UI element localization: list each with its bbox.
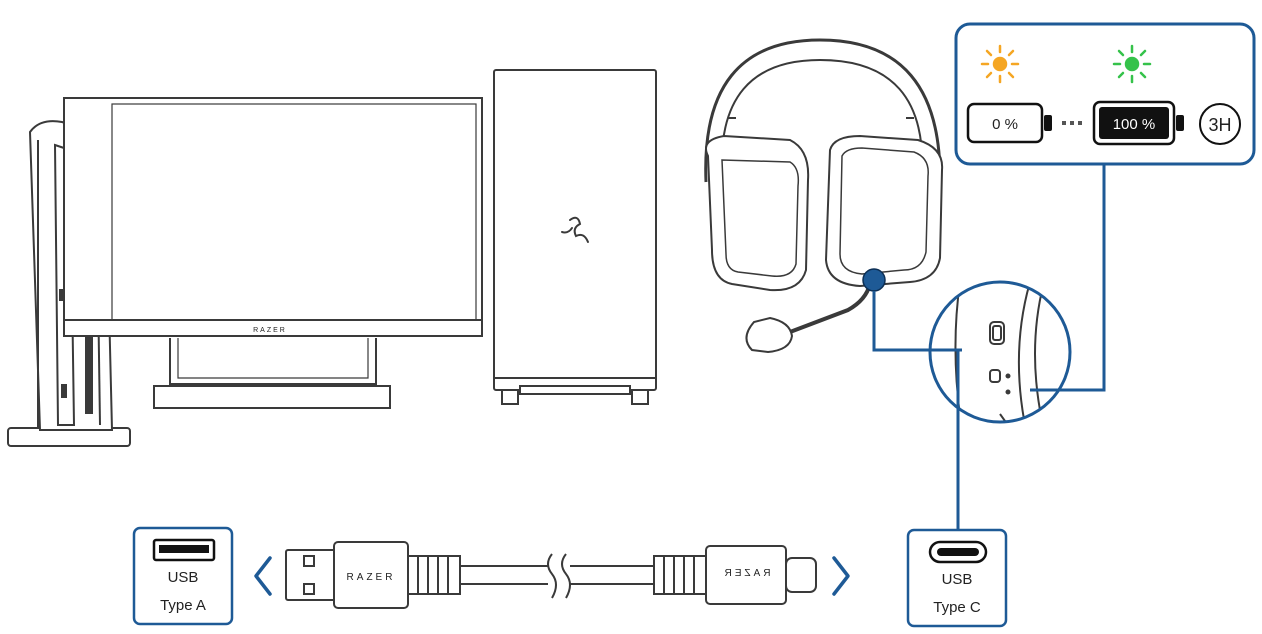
cable-break-mark — [547, 553, 571, 599]
port-c-line2: Type C — [933, 599, 981, 616]
chevron-right-icon — [832, 556, 850, 596]
headset — [704, 38, 944, 354]
headset-port-zoom — [928, 280, 1072, 424]
battery-full-icon — [1092, 100, 1184, 146]
razer-logo-icon — [561, 216, 589, 243]
port-a-line2: Type A — [160, 597, 206, 614]
port-c-line1: USB — [942, 571, 973, 588]
usb-type-c-port-icon — [928, 540, 988, 564]
battery-empty-icon — [966, 102, 1052, 144]
pc-tower — [493, 69, 657, 405]
battery-full-label: 100 % — [1113, 116, 1156, 133]
orange-sun-icon — [980, 44, 1020, 84]
cable-brand-left: RAZER — [347, 572, 396, 583]
clock-badge-icon — [1199, 103, 1241, 145]
charge-progress-dots — [1062, 121, 1082, 125]
green-sun-icon — [1112, 44, 1152, 84]
chevron-left-icon — [254, 556, 272, 596]
monitor-brand: RAZER — [253, 327, 287, 334]
connector-lines — [872, 164, 1106, 532]
headset-port-highlight — [862, 268, 886, 292]
cable-brand-right: RAZER — [722, 568, 771, 579]
port-a-line1: USB — [168, 569, 199, 586]
charge-time-label: 3H — [1208, 115, 1231, 135]
monitor — [63, 97, 483, 409]
battery-empty-label: 0 % — [992, 116, 1018, 133]
usb-type-a-port-icon — [152, 538, 216, 562]
usb-cable — [285, 541, 817, 609]
